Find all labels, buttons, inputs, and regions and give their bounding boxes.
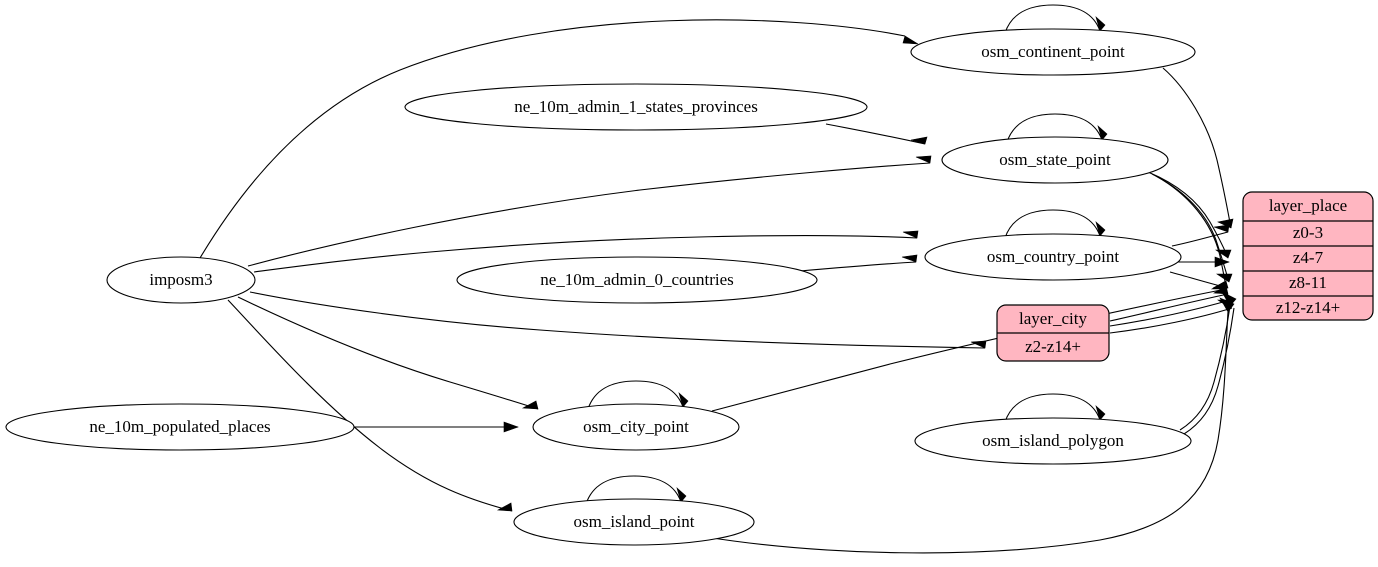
- node-osm_country_point[interactable]: osm_country_point: [924, 233, 1182, 281]
- node-imposm3[interactable]: imposm3: [106, 256, 256, 304]
- self-loop-osm_country_point: [1004, 209, 1106, 239]
- edge-osm_continent_point-to-layer_place: [1162, 67, 1234, 229]
- node-label-imposm3: imposm3: [149, 270, 212, 289]
- node-label-osm_continent_point: osm_continent_point: [981, 42, 1125, 61]
- edge-imposm3-to-osm_country_point: [253, 230, 919, 273]
- edge-layer_city-to-layer_place: [1109, 285, 1233, 334]
- record-header-layer_city: layer_city: [1019, 309, 1087, 328]
- record-row-layer_place-z12-z14[interactable]: z12-z14+: [1276, 298, 1340, 317]
- edge-imposm3-to-osm_city_point: [237, 296, 539, 410]
- node-label-osm_island_polygon: osm_island_polygon: [982, 431, 1124, 450]
- edge-osm_city_point-to-layer_place: [711, 281, 1227, 412]
- nodes-layer: imposm3 ne_10m_admin_1_states_provinces …: [5, 28, 1196, 546]
- record-header-layer_place: layer_place: [1269, 196, 1347, 215]
- node-osm_island_polygon[interactable]: osm_island_polygon: [914, 417, 1192, 465]
- node-label-osm_island_point: osm_island_point: [574, 512, 695, 531]
- record-nodes-layer: layer_city z2-z14+ layer_place z0-3 z4-7…: [996, 191, 1374, 362]
- record-row-layer_place-z8-11[interactable]: z8-11: [1289, 273, 1327, 292]
- node-ne_10m_admin_0_countries[interactable]: ne_10m_admin_0_countries: [456, 256, 818, 304]
- self-loop-osm_island_point: [585, 475, 687, 505]
- node-ne_10m_populated_places[interactable]: ne_10m_populated_places: [5, 403, 355, 451]
- edge-osm_island_polygon-to-layer_place: [1179, 291, 1237, 435]
- edge-imposm3-to-osm_continent_point: [199, 19, 919, 259]
- self-loop-osm_state_point: [1006, 113, 1108, 143]
- edge-imposm3-to-osm_island_point: [227, 299, 513, 512]
- record-row-layer_place-z0-3[interactable]: z0-3: [1293, 223, 1323, 242]
- node-label-ne_10m_populated_places: ne_10m_populated_places: [89, 417, 270, 436]
- record-row-layer_city-z2-z14[interactable]: z2-z14+: [1025, 337, 1081, 356]
- self-loop-osm_island_polygon: [1004, 393, 1106, 423]
- node-label-osm_city_point: osm_city_point: [583, 417, 689, 436]
- node-label-osm_country_point: osm_country_point: [987, 247, 1119, 266]
- edge-imposm3-to-layer_city: [249, 291, 987, 349]
- edge-ne_10m_admin_0_countries-to-osm_country_point: [799, 254, 918, 272]
- node-label-osm_state_point: osm_state_point: [999, 150, 1111, 169]
- node-label-ne_10m_admin_1_states_provinces: ne_10m_admin_1_states_provinces: [514, 97, 758, 116]
- node-ne_10m_admin_1_states_provinces[interactable]: ne_10m_admin_1_states_provinces: [404, 83, 868, 131]
- node-osm_city_point[interactable]: osm_city_point: [532, 403, 740, 451]
- edges-layer: [199, 4, 1237, 554]
- edge-ne_10m_populated_places-to-osm_city_point: [354, 421, 519, 433]
- self-loop-osm_city_point: [587, 380, 689, 410]
- node-osm_state_point[interactable]: osm_state_point: [941, 136, 1169, 184]
- edge-imposm3-to-osm_state_point: [247, 155, 932, 267]
- record-node-layer_place[interactable]: layer_place z0-3 z4-7 z8-11 z12-z14+: [1242, 191, 1374, 321]
- record-row-layer_place-z4-7[interactable]: z4-7: [1293, 248, 1324, 267]
- node-label-ne_10m_admin_0_countries: ne_10m_admin_0_countries: [540, 270, 734, 289]
- node-osm_island_point[interactable]: osm_island_point: [513, 498, 755, 546]
- record-node-layer_city[interactable]: layer_city z2-z14+: [996, 304, 1110, 362]
- edge-ne_10m_admin_1_states_provinces-to-osm_state_point: [825, 123, 928, 145]
- self-loop-osm_continent_point: [1004, 4, 1106, 34]
- node-osm_continent_point[interactable]: osm_continent_point: [910, 28, 1196, 76]
